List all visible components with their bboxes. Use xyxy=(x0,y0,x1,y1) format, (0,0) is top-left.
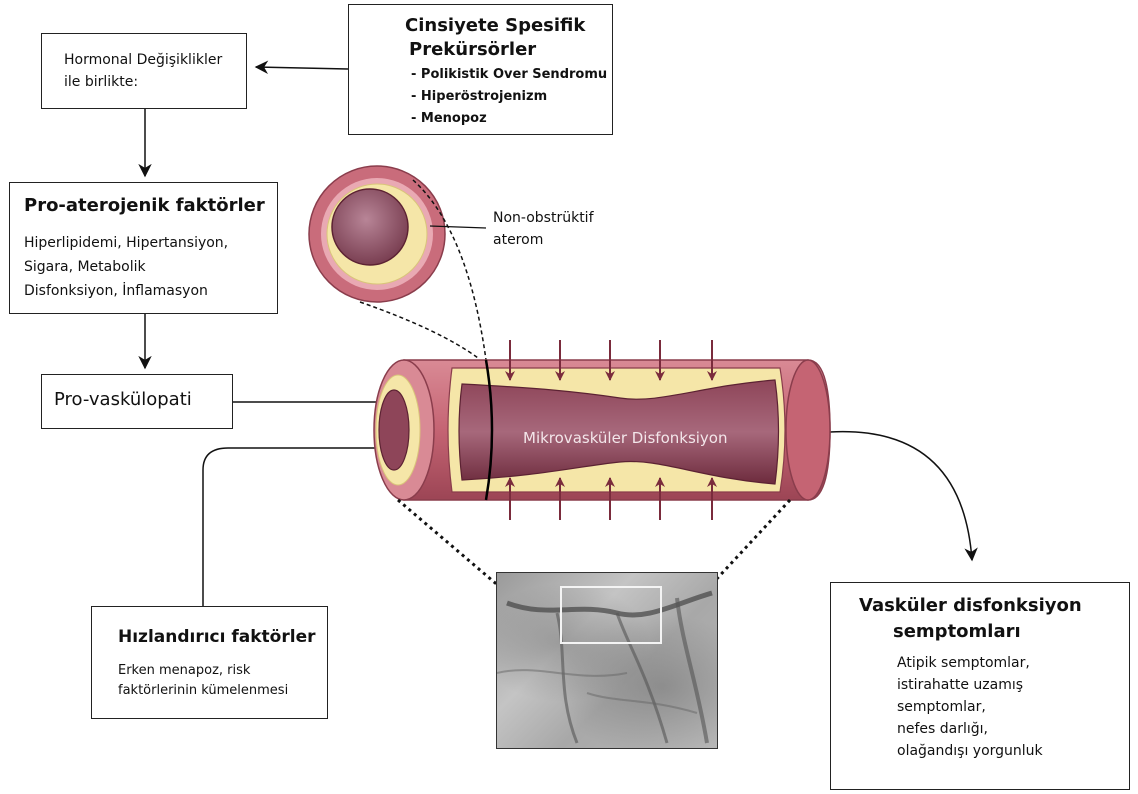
pro-vasculopathy-label: Pro-vaskülopati xyxy=(54,389,192,410)
non-obstructive-label-line2: aterom xyxy=(493,232,543,248)
hormonal-line1: Hormonal Değişiklikler xyxy=(64,52,222,68)
cross-section-dashed-lower xyxy=(360,302,478,358)
symptoms-line5: olağandışı yorgunluk xyxy=(897,743,1043,759)
angiogram-image xyxy=(496,572,718,749)
pro-atherogenic-title: Pro-aterojenik faktörler xyxy=(24,195,265,216)
accelerating-line1: Erken menapoz, risk xyxy=(118,663,250,678)
accelerating-title: Hızlandırıcı faktörler xyxy=(118,627,315,647)
precursors-item-3: - Menopoz xyxy=(411,111,487,126)
symptoms-title-line1: Vasküler disfonksiyon xyxy=(859,595,1082,616)
vessel-label: Mikrovasküler Disfonksiyon xyxy=(523,429,728,447)
arrow-vessel-to-symptoms xyxy=(830,432,972,560)
pro-atherogenic-line2: Sigara, Metabolik xyxy=(24,259,146,275)
pro-vasculopathy-box: Pro-vaskülopati xyxy=(41,374,233,429)
precursors-title-line2: Prekürsörler xyxy=(409,39,536,60)
pro-atherogenic-line1: Hiperlipidemi, Hipertansiyon, xyxy=(24,235,228,251)
accelerating-line2: faktörlerinin kümelenmesi xyxy=(118,683,288,698)
symptoms-box: Vasküler disfonksiyon semptomları Atipik… xyxy=(830,582,1130,790)
hormonal-line2: ile birlikte: xyxy=(64,74,138,90)
precursors-item-2: - Hiperöstrojenizm xyxy=(411,89,547,104)
precursors-item-1: - Polikistik Over Sendromu xyxy=(411,67,607,82)
symptoms-line1: Atipik semptomlar, xyxy=(897,655,1030,671)
symptoms-line4: nefes darlığı, xyxy=(897,721,988,737)
non-obstructive-label-line1: Non-obstrüktif xyxy=(493,210,594,226)
precursors-title-line1: Cinsiyete Spesifik xyxy=(405,15,585,36)
pro-atherogenic-line3: Disfonksiyon, İnflamasyon xyxy=(24,283,208,299)
symptoms-title-line2: semptomları xyxy=(893,621,1021,642)
pro-atherogenic-box: Pro-aterojenik faktörler Hiperlipidemi, … xyxy=(9,182,278,314)
symptoms-line3: semptomlar, xyxy=(897,699,986,715)
arrow-accelerating-to-vessel xyxy=(203,448,390,606)
artery-cross-section xyxy=(309,166,445,302)
angiogram-vessels xyxy=(497,573,717,748)
symptoms-line2: istirahatte uzamış xyxy=(897,677,1023,693)
precursors-box: Cinsiyete Spesifik Prekürsörler - Poliki… xyxy=(348,4,613,135)
arrow-precursors-to-hormonal xyxy=(256,67,348,69)
accelerating-box: Hızlandırıcı faktörler Erken menapoz, ri… xyxy=(91,606,328,719)
hormonal-box: Hormonal Değişiklikler ile birlikte: xyxy=(41,33,247,109)
